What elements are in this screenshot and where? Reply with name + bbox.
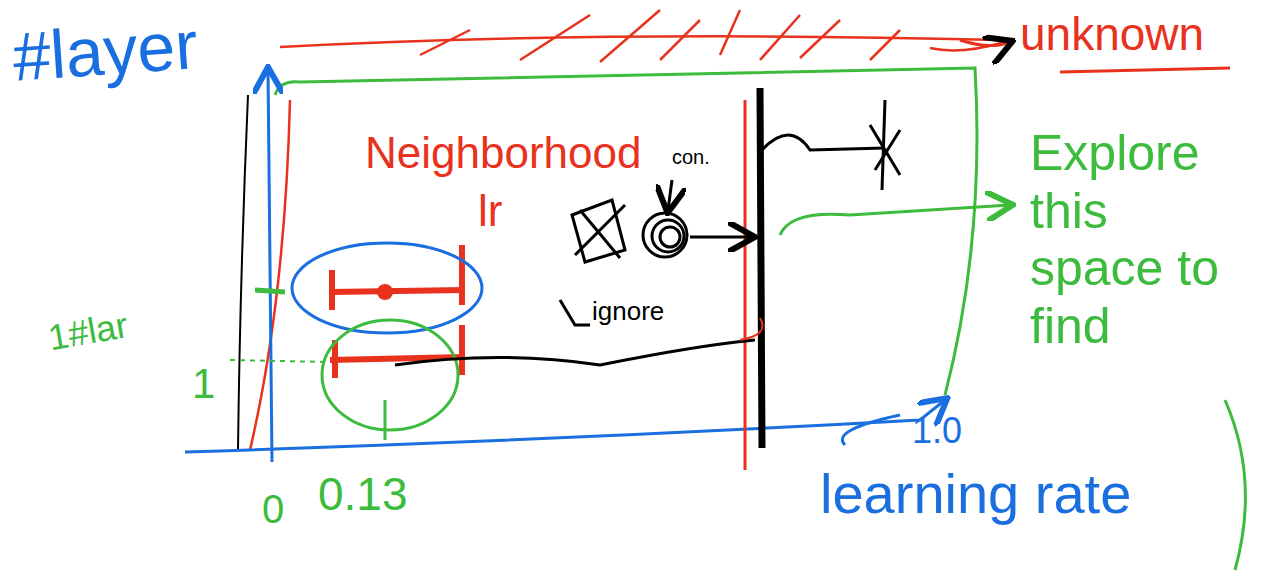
handwritten-label: 1.0	[912, 410, 1002, 451]
bracket	[1225, 400, 1245, 570]
tick	[255, 290, 285, 292]
lr-ranges	[330, 245, 465, 378]
left-bound	[238, 95, 248, 450]
green-circle	[322, 320, 458, 430]
unknown-hatch	[250, 10, 1005, 450]
x-axis	[185, 400, 945, 452]
search-space-box	[275, 68, 977, 395]
handwritten-label: Neighborhood	[365, 128, 685, 179]
handwritten-label: lr	[478, 186, 558, 237]
curl	[842, 415, 900, 445]
handwritten-label: #layer	[10, 0, 275, 96]
handwritten-label: unknown	[1020, 8, 1275, 61]
handwritten-label: 0	[262, 486, 312, 532]
handwritten-label: con.	[672, 146, 752, 169]
range-point	[377, 284, 393, 300]
red-limit-line	[744, 100, 747, 470]
handwritten-label: 0.13	[318, 468, 458, 521]
unknown-arrow	[960, 40, 1010, 46]
handwritten-label: ignore	[592, 297, 712, 327]
red-mark	[740, 318, 763, 340]
explore-arrow	[780, 205, 1010, 235]
handwritten-label: Explore this space to find	[1030, 125, 1245, 355]
handwritten-label: 1#lar	[45, 287, 229, 359]
underline	[1060, 68, 1230, 72]
handwritten-label: 1	[192, 360, 242, 408]
black-limit-line	[760, 88, 762, 448]
handwritten-label: learning rate	[820, 462, 1220, 526]
guide	[230, 360, 330, 362]
y-axis	[268, 70, 272, 462]
tick	[384, 400, 387, 440]
